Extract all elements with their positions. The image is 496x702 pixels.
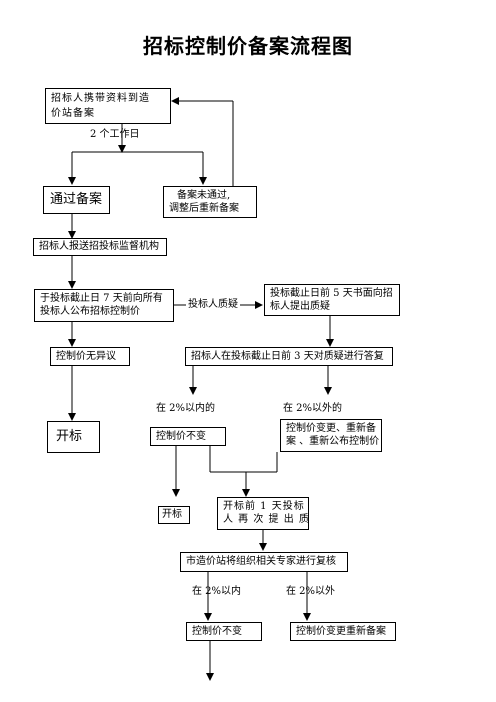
fail-node: 备案未通过, 调整后重新备案 — [163, 186, 257, 218]
submit-node: 招标人携带资料到造 价站备案 — [45, 88, 171, 124]
change-node-line2: 案 、重新公布控制价 — [286, 436, 380, 447]
reply-node: 招标人在投标截止日前 3 天对质疑进行答复 — [185, 347, 393, 366]
within-2pct-label: 在 2%以内的 — [156, 403, 216, 414]
complaint-node-line2: 人 再 次 提 出 质 — [223, 514, 309, 525]
bidder-query-label: 投标人质疑 — [186, 298, 240, 311]
within-2pct-b-label: 在 2%以内 — [192, 586, 242, 597]
complaint-node: 开标前 1 天投标 人 再 次 提 出 质 — [217, 497, 309, 530]
two-days-label: 2 个工作日 — [90, 129, 140, 140]
unchanged-node-2: 控制价不变 — [186, 622, 262, 641]
fail-node-line1: 备案未通过, — [177, 190, 231, 201]
beyond-2pct-b-label: 在 2%以外 — [286, 586, 336, 597]
open-node-2: 开标 — [158, 506, 190, 524]
query-node-line1: 投标截止日前 5 天书面向招 — [270, 288, 393, 299]
announce-node: 于投标截止日 7 天前向所有 投标人公布招标控制价 — [34, 289, 174, 322]
complaint-node-line1: 开标前 1 天投标 — [223, 501, 305, 512]
announce-node-line2: 投标人公布招标控制价 — [40, 306, 140, 317]
beyond-2pct-label: 在 2%以外的 — [283, 403, 343, 414]
pass-node: 通过备案 — [43, 186, 110, 214]
unchanged-node-1: 控制价不变 — [150, 427, 226, 446]
open-node-1: 开标 — [47, 421, 100, 453]
query-node-line2: 标人提出质疑 — [270, 301, 330, 312]
fail-node-line2: 调整后重新备案 — [169, 203, 239, 214]
change-node-line1: 控制价变更、重新备 — [286, 423, 376, 434]
submit-node-line2: 价站备案 — [51, 108, 95, 119]
diagram-title: 招标控制价备案流程图 — [143, 34, 353, 58]
no-objection-node: 控制价无异议 — [50, 347, 130, 366]
announce-node-line1: 于投标截止日 7 天前向所有 — [40, 293, 163, 304]
send-node: 招标人报送招投标监督机构 — [33, 238, 167, 256]
submit-node-line1: 招标人携带资料到造 — [51, 93, 150, 104]
change-node: 控制价变更、重新备 案 、重新公布控制价 — [280, 419, 382, 452]
query-node: 投标截止日前 5 天书面向招 标人提出质疑 — [264, 284, 400, 316]
review-node: 市造价站将组织相关专家进行复核 — [180, 552, 348, 572]
rerecord-node: 控制价变更重新备案 — [290, 622, 396, 641]
